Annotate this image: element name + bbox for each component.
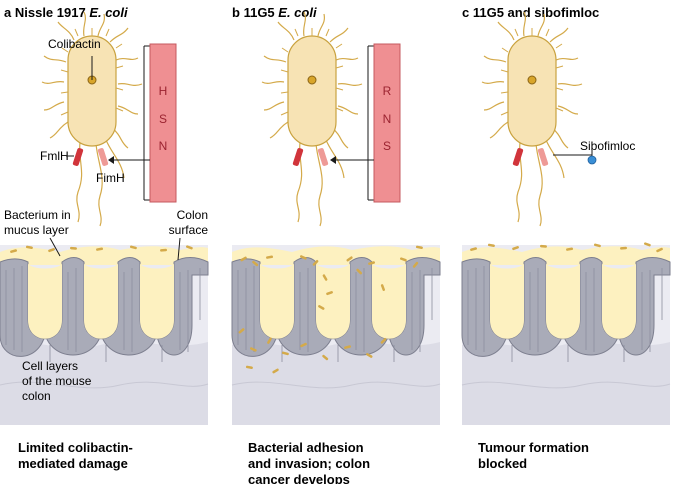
panel-b: b 11G5 E. coli R N S [231, 5, 441, 484]
colon-label-line1: Colon [177, 208, 208, 222]
mucus-bacteria-c [470, 242, 663, 253]
fimh-adhesin [97, 148, 109, 166]
sibofimloc-molecule [587, 155, 597, 165]
caption-b-line1: Bacterial adhesion [248, 440, 364, 455]
fmlh-adhesin [72, 148, 84, 166]
panel-c: c 11G5 and sibofimloc Sibofimloc Tumour … [461, 5, 671, 471]
panel-c-title: c 11G5 and sibofimloc [462, 5, 599, 20]
receptor-bar-a [149, 43, 177, 203]
panel-a: a Nissle 1917 E. coli Colibactin FmlH Fi… [0, 5, 209, 471]
colibactin-label: Colibactin [48, 37, 101, 51]
panel-a-title: a Nissle 1917 E. coli [4, 5, 128, 20]
fimh-adhesin [537, 148, 549, 166]
bar-letter: S [383, 139, 391, 153]
bar-letter: N [383, 112, 392, 126]
cell-label-line2: of the mouse [22, 374, 92, 388]
caption-c-line2: blocked [478, 456, 527, 471]
fmlh-adhesin [512, 148, 524, 166]
bacterium-11g5 [261, 11, 363, 227]
sibofimloc-label: Sibofimloc [580, 139, 635, 153]
bacterium-label-line2: mucus layer [4, 223, 69, 237]
mucus-bacteria-a [10, 245, 193, 253]
bacterium-pointer [49, 237, 61, 257]
caption-c-line1: Tumour formation [478, 440, 589, 455]
caption-a-line1: Limited colibactin- [18, 440, 133, 455]
bar-letter: H [159, 84, 168, 98]
bacterium-11g5-treated [481, 11, 583, 227]
colon-pointer [177, 237, 181, 261]
colon-tissue-b [231, 244, 441, 426]
caption-a-line2: mediated damage [18, 456, 128, 471]
caption-b-line3: cancer develops [248, 472, 350, 484]
bacterium-label-line1: Bacterium in [4, 208, 71, 222]
fimh-label: FimH [96, 171, 125, 185]
colon-label-line2: surface [169, 223, 209, 237]
bar-letter: R [383, 84, 392, 98]
bar-letter: S [159, 112, 167, 126]
cell-label-line3: colon [22, 389, 51, 403]
colon-tissue-c [461, 244, 671, 426]
invading-bacteria-b [238, 245, 423, 374]
receptor-bar-b [373, 43, 401, 203]
cell-label-line1: Cell layers [22, 359, 78, 373]
bar-letter: N [159, 139, 168, 153]
fimh-adhesin [317, 148, 329, 166]
panel-b-title: b 11G5 E. coli [232, 5, 317, 20]
fmlh-label: FmlH [40, 149, 69, 163]
caption-b-line2: and invasion; colon [248, 456, 370, 471]
fmlh-adhesin [292, 148, 304, 166]
